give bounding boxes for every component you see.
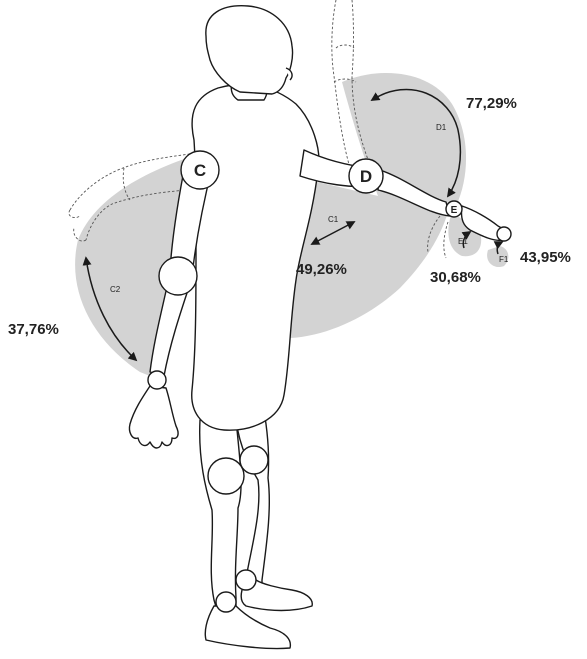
joint-d-label: D	[360, 167, 372, 186]
left-leg	[200, 420, 241, 620]
left-hand	[129, 386, 178, 448]
motion-e1-label: E1	[458, 237, 468, 246]
joint-knee-left	[208, 458, 244, 494]
motion-c1-label: C1	[328, 215, 339, 224]
joint-elbow-left	[159, 257, 197, 295]
joint-f-circle	[497, 227, 511, 241]
head	[206, 6, 293, 94]
joint-c-label: C	[194, 161, 206, 180]
joint-wrist-left	[148, 371, 166, 389]
joint-ankle-left	[216, 592, 236, 612]
percent-c1: 49,26%	[296, 261, 347, 278]
motion-d1-label: D1	[436, 123, 447, 132]
joint-ankle-right	[236, 570, 256, 590]
left-foot	[205, 606, 290, 649]
torso	[192, 85, 319, 431]
joint-knee-right	[240, 446, 268, 474]
percent-d1: 77,29%	[466, 95, 517, 112]
percent-c2: 37,76%	[8, 321, 59, 338]
joint-e-label: E	[451, 205, 458, 216]
percent-e1: 30,68%	[430, 269, 481, 286]
motion-c2-label: C2	[110, 285, 121, 294]
percent-f1: 43,95%	[520, 249, 571, 266]
motion-f1-label: F1	[499, 255, 509, 264]
